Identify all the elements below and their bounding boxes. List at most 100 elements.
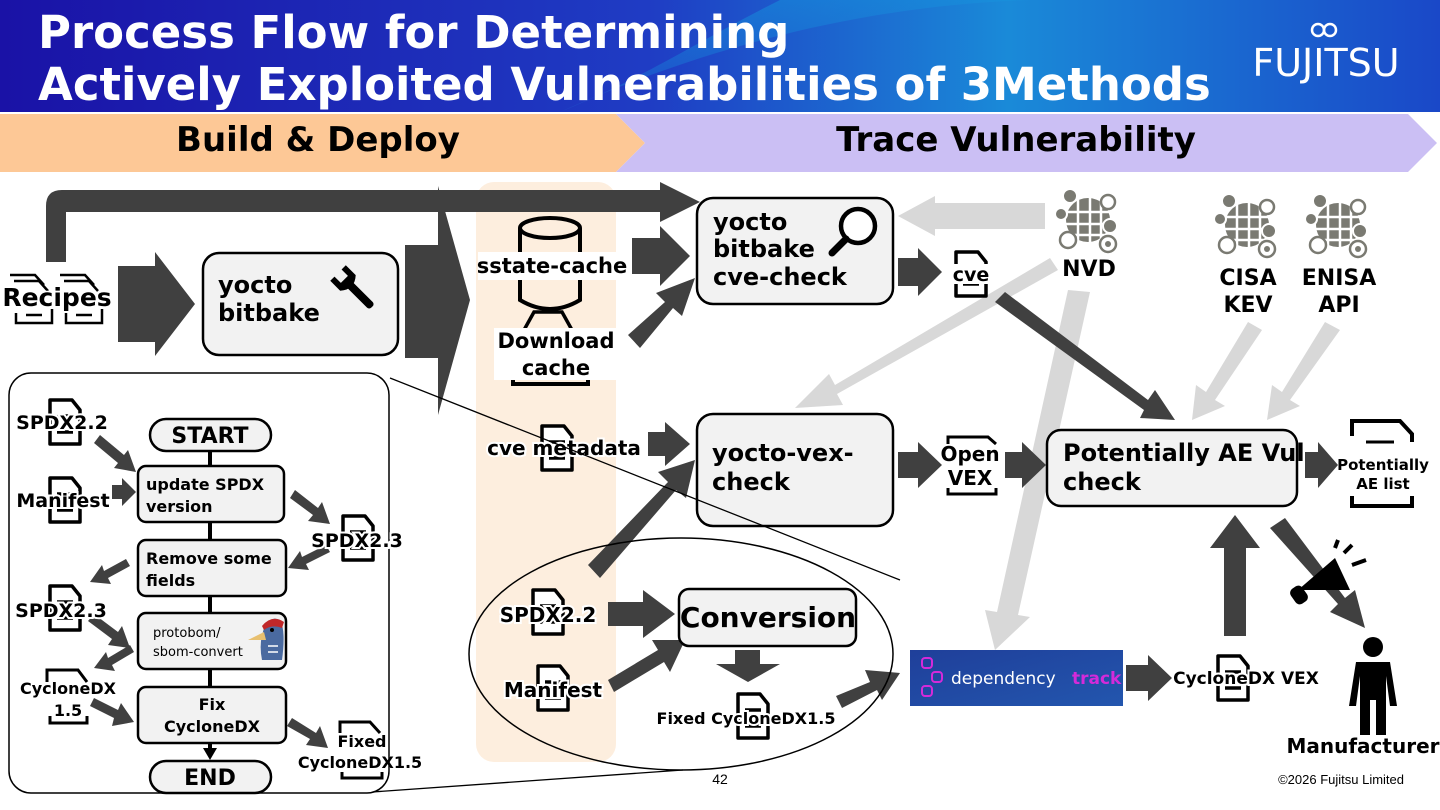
arrow-cdxvex-to-aecheck <box>1210 515 1260 636</box>
cve-check-box: yocto bitbake cve-check <box>695 196 895 306</box>
arrow-nvd-to-vexcheck <box>795 258 1058 408</box>
flow-file-spdx23-in-label: SPDX2.3 <box>15 600 107 622</box>
flow-file-manifest: Manifest <box>14 476 112 524</box>
cve-metadata-label: cve metadata <box>487 436 641 460</box>
vex-check-label-line1: yocto-vex- <box>712 439 854 467</box>
cve-check-label-line1: yocto <box>713 208 787 236</box>
database-icon <box>518 216 582 311</box>
arrow-nvd-to-cvecheck <box>898 196 1045 236</box>
conversion-box: Conversion <box>677 587 858 648</box>
cve-metadata-node: cve metadata <box>485 424 643 472</box>
nvd-label: NVD <box>1062 257 1116 282</box>
cyclonedx-vex-label: CycloneDX VEX <box>1173 669 1319 689</box>
dt-text-track: track <box>1072 669 1122 689</box>
source-enisa-api: ENISA API <box>1302 192 1377 318</box>
cve-file-node: cve <box>950 250 994 298</box>
m3-manifest-label: Manifest <box>504 678 603 702</box>
download-cache-label-line2: cache <box>522 356 590 380</box>
flow-file-cdx15-line2: 1.5 <box>54 701 82 720</box>
phase-bars: Build & Deploy Trace Vulnerability <box>0 114 1437 172</box>
phase-trace-label: Trace Vulnerability <box>836 120 1196 160</box>
cve-file-label: cve <box>953 264 990 286</box>
arrow-aecheck-to-list <box>1305 442 1338 488</box>
globe-data-icon <box>1303 192 1369 259</box>
cisa-label-line2: KEV <box>1223 293 1272 318</box>
flow-file-spdx23-in: SPDX2.3 <box>13 584 109 632</box>
manufacturer-label: Manufacturer <box>1286 734 1439 758</box>
download-cache-label-line1: Download <box>497 329 614 353</box>
arrow-download-to-cvecheck <box>628 278 695 348</box>
flow-step-fix: Fix CycloneDX <box>136 685 288 745</box>
bitbake-box: yocto bitbake <box>201 251 400 357</box>
wrench-icon <box>330 265 374 309</box>
dt-square-icon <box>921 657 933 669</box>
enisa-label-line1: ENISA <box>1302 266 1377 291</box>
phase-build-bar <box>0 114 645 172</box>
source-cisa-kev: CISA KEV <box>1212 192 1278 318</box>
flow-step-protobom: protobom/ sbom-convert <box>136 611 288 671</box>
arrow-recipes-to-bitbake <box>118 252 195 356</box>
arrow-remove-to-spdx23 <box>90 559 130 584</box>
flow-step-fix-line2: CycloneDX <box>164 717 261 736</box>
flow-start: START <box>148 417 273 453</box>
arrow-cisa-to-aecheck <box>1192 322 1262 420</box>
openvex-label-line2: VEX <box>948 466 993 490</box>
ae-list-label-line2: AE list <box>1356 475 1409 493</box>
arrow-manifest-to-conversion <box>608 640 685 692</box>
flow-step-update-line1: update SPDX <box>146 475 265 494</box>
m3-fixed-node: Fixed CycloneDX1.5 <box>655 692 837 740</box>
flow-file-cdx15-line1: CycloneDX <box>20 679 117 698</box>
flow-file-cdx15: CycloneDX 1.5 <box>20 668 117 725</box>
detail-flow-panel: START update SPDX version Remove some fi… <box>8 372 422 795</box>
flow-file-spdx22-label: SPDX2.2 <box>16 412 108 434</box>
m3-spdx-label: SPDX2.2 <box>500 603 597 627</box>
arrow-fixed-to-deptrack <box>836 670 900 708</box>
dt-square-icon <box>931 671 943 683</box>
conversion-label: Conversion <box>680 601 856 634</box>
cve-check-label-line2: bitbake <box>713 235 815 263</box>
arrow-update-to-spdx23 <box>290 490 330 524</box>
dependency-track-logo: dependency track <box>910 650 1123 706</box>
recipe-file-icon <box>60 273 104 325</box>
fujitsu-logo: FUJITSU <box>1252 22 1400 85</box>
source-nvd: NVD <box>1053 187 1119 282</box>
m3-manifest-node: Manifest <box>502 664 605 712</box>
phase-build-label: Build & Deploy <box>176 120 460 160</box>
copyright: ©2026 Fujitsu Limited <box>1278 772 1404 787</box>
arrow-recipes-to-cvecheck <box>46 182 700 262</box>
flow-file-fixed-cdx-line1: Fixed <box>337 732 386 751</box>
arrow-cvecheck-to-cvefile <box>898 248 942 296</box>
sstate-cache-label: sstate-cache <box>477 254 627 278</box>
recipes-label: Recipes <box>2 283 111 312</box>
flow-step-protobom-line2: sbom-convert <box>153 645 243 660</box>
openvex-label-line1: Open <box>940 442 999 466</box>
bitbake-label-line2: bitbake <box>218 299 320 327</box>
cyclonedx-vex-node: CycloneDX VEX <box>1171 654 1321 702</box>
recipes-node: Recipes <box>1 273 113 325</box>
flow-step-update-line2: version <box>146 497 213 516</box>
sstate-cache-node: sstate-cache <box>477 216 627 311</box>
header: Process Flow for Determining Actively Ex… <box>0 0 1440 112</box>
arrow-deptrack-to-cdxvex <box>1126 655 1172 701</box>
flow-step-fix-line1: Fix <box>199 695 226 714</box>
dt-text-dependency: dependency <box>951 669 1056 689</box>
megaphone-icon <box>1290 539 1367 605</box>
flow-end-label: END <box>184 766 236 791</box>
arrow-bitbake-to-artifacts <box>405 186 470 415</box>
flow-start-label: START <box>171 424 248 449</box>
header-background <box>0 0 1440 112</box>
enisa-label-line2: API <box>1318 293 1359 318</box>
callout-line-top <box>389 377 901 581</box>
callout-line-bottom <box>371 769 684 793</box>
arrow-manifest-to-update <box>112 478 136 506</box>
flow-file-manifest-label: Manifest <box>16 490 109 512</box>
flow-step-remove-line2: fields <box>146 571 195 590</box>
dark-arrows <box>46 182 1365 708</box>
vex-check-box: yocto-vex- check <box>695 412 895 528</box>
flow-step-remove: Remove some fields <box>136 538 288 598</box>
flow-file-spdx23-out: SPDX2.3 <box>309 514 405 562</box>
globe-data-icon <box>1212 192 1278 259</box>
arrow-spdx-to-conversion <box>608 590 675 638</box>
flow-end: END <box>148 759 273 795</box>
